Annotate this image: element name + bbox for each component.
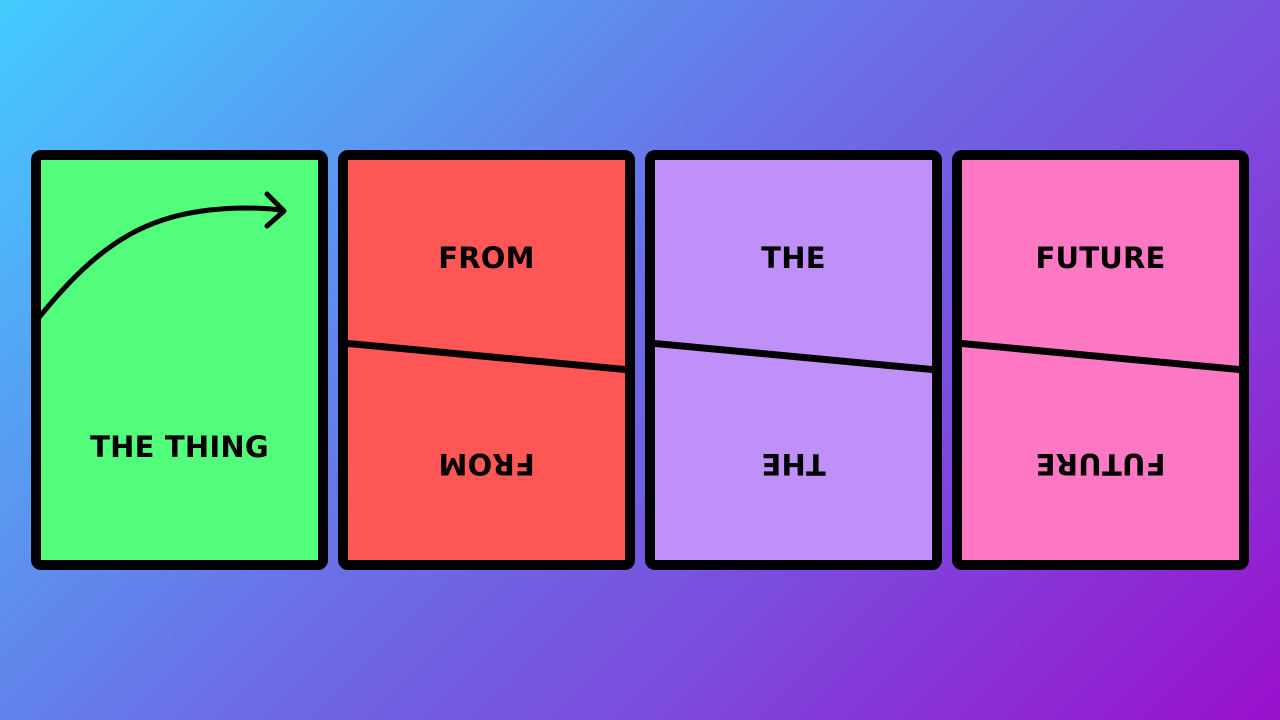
card-top-label: FROM xyxy=(438,241,535,275)
card-the-thing: THE THING xyxy=(31,150,328,570)
diagonal-fold-line xyxy=(655,339,932,374)
card-bottom-label-inverted: FUTURE xyxy=(1035,447,1166,481)
card-label: THE THING xyxy=(90,430,269,464)
card-background xyxy=(348,160,625,560)
card-future: FUTURE FUTURE xyxy=(952,150,1249,570)
card-fill xyxy=(41,160,318,560)
card-bottom-label-inverted: FROM xyxy=(438,447,535,481)
diagonal-fold-line xyxy=(348,339,625,374)
card-the: THE THE xyxy=(645,150,942,570)
curved-arrow-icon xyxy=(41,191,287,320)
card-top-label: FUTURE xyxy=(1035,241,1166,275)
card-background xyxy=(41,160,318,560)
card-from: FROM FROM xyxy=(338,150,635,570)
card-top-label: THE xyxy=(761,241,826,275)
card-bottom-label-inverted: THE xyxy=(761,447,826,481)
card-background xyxy=(962,160,1239,560)
card-background xyxy=(655,160,932,560)
diagonal-fold-line xyxy=(962,339,1239,374)
